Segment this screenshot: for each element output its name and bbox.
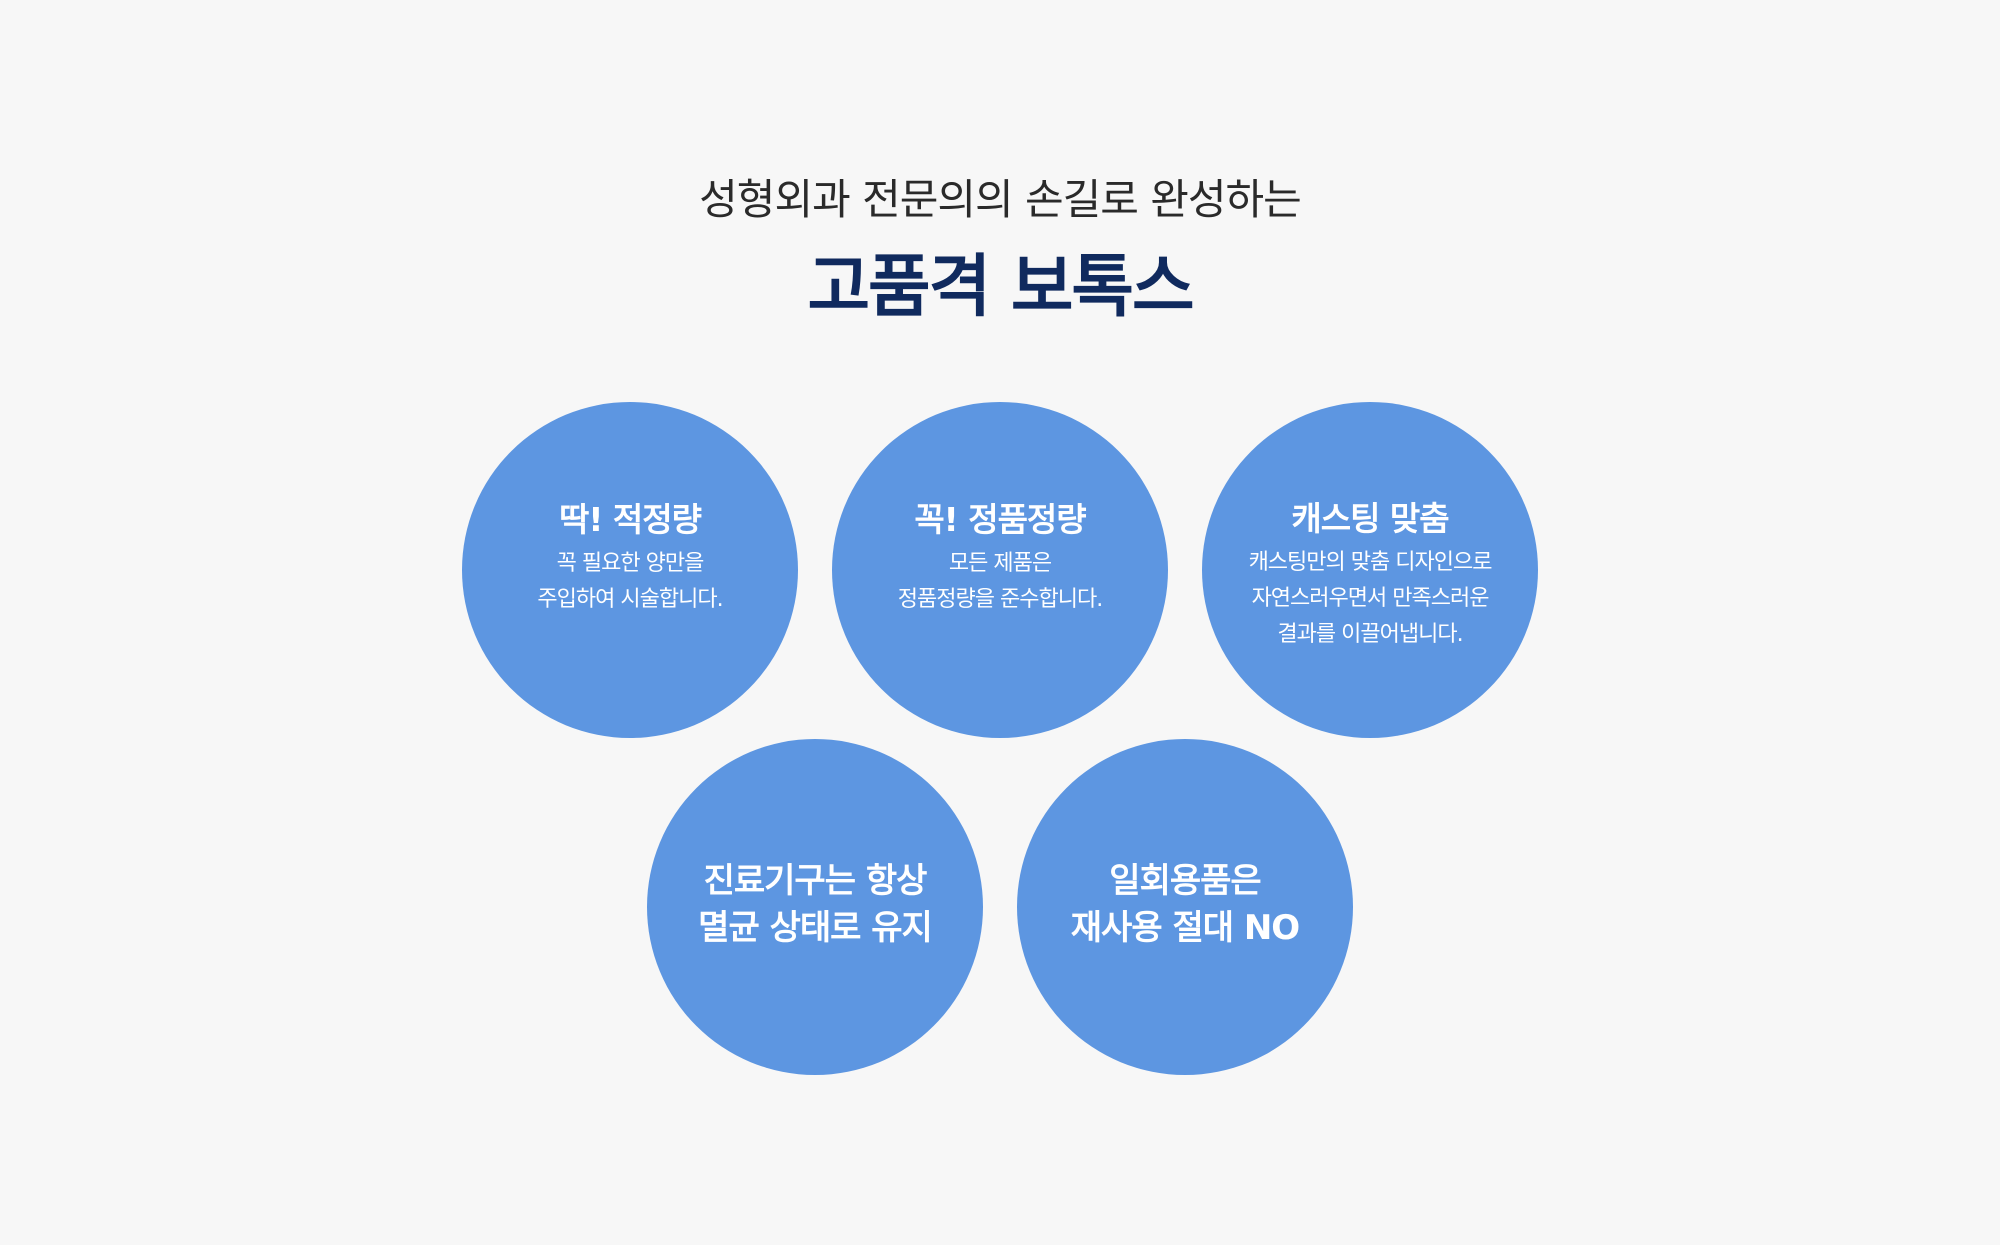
feature-desc-line: 캐스팅만의 맞춤 디자인으로 xyxy=(1248,550,1493,575)
feature-desc-line: 꼭 필요한 양만을 xyxy=(556,551,705,576)
feature-title-line: 진료기구는 항상 xyxy=(703,861,928,901)
feature-desc-line: 모든 제품은 xyxy=(948,551,1052,576)
feature-title-line: 멸균 상태로 유지 xyxy=(698,908,933,948)
feature-desc-line: 결과를 이끌어냅니다. xyxy=(1277,622,1463,647)
feature-title-line: 재사용 절대 NO xyxy=(1070,908,1300,948)
feature-circle-custom-design: 캐스팅 맞춤 캐스팅만의 맞춤 디자인으로 자연스러우면서 만족스러운 결과를 … xyxy=(1202,402,1538,738)
feature-title: 꼭! 정품정량 xyxy=(914,500,1086,539)
feature-desc-line: 주입하여 시술합니다. xyxy=(537,587,723,612)
feature-desc-line: 자연스러우면서 만족스러운 xyxy=(1251,586,1490,611)
page-subtitle: 성형외과 전문의의 손길로 완성하는 xyxy=(699,175,1302,224)
feature-circle-genuine-product: 꼭! 정품정량 모든 제품은 정품정량을 준수합니다. xyxy=(832,402,1168,738)
feature-desc-line: 정품정량을 준수합니다. xyxy=(897,587,1103,612)
feature-title: 캐스팅 맞춤 xyxy=(1291,499,1449,538)
feature-title: 딱! 적정량 xyxy=(559,500,702,539)
page-title: 고품격 보톡스 xyxy=(807,248,1194,327)
feature-circle-no-reuse: 일회용품은 재사용 절대 NO xyxy=(1017,739,1353,1075)
feature-circle-sterile-tools: 진료기구는 항상 멸균 상태로 유지 xyxy=(647,739,983,1075)
feature-title-line: 일회용품은 xyxy=(1109,861,1261,901)
feature-circle-right-dose: 딱! 적정량 꼭 필요한 양만을 주입하여 시술합니다. xyxy=(462,402,798,738)
